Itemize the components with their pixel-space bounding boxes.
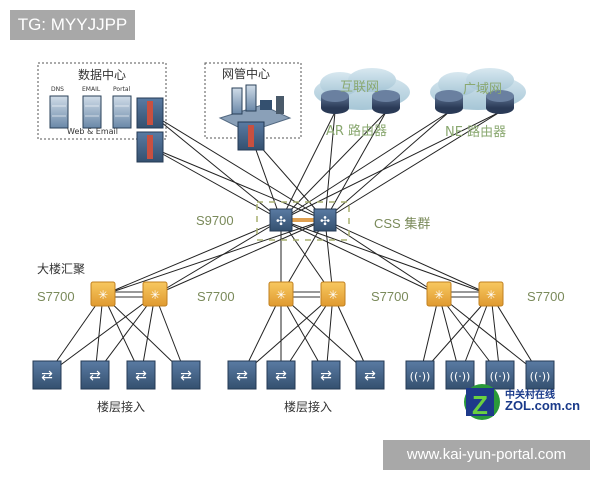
svg-text:✳: ✳ xyxy=(328,288,338,302)
svg-text:((·)): ((·)) xyxy=(490,370,511,383)
server-label-portal: Portal xyxy=(113,86,131,93)
server-label-dns: DNS xyxy=(51,86,64,93)
svg-text:✣: ✣ xyxy=(320,214,330,228)
svg-text:((·)): ((·)) xyxy=(450,370,471,383)
svg-text:⇄: ⇄ xyxy=(135,368,147,384)
ar-router-1 xyxy=(321,90,349,114)
access-switch: ⇄ xyxy=(227,360,257,390)
link xyxy=(154,219,282,296)
svg-text:Z: Z xyxy=(472,390,488,420)
link xyxy=(149,146,282,221)
server-label-email: EMAIL xyxy=(82,86,101,93)
link xyxy=(324,219,440,296)
svg-text:((·)): ((·)) xyxy=(530,370,551,383)
link xyxy=(324,111,501,221)
server-portal xyxy=(112,95,132,129)
aggregation-switch: ✳ xyxy=(320,281,346,307)
internet-label: 互联网 xyxy=(340,80,380,95)
svg-text:⇄: ⇄ xyxy=(180,368,192,384)
svg-text:⇄: ⇄ xyxy=(275,368,287,384)
aggregation-switch: ✳ xyxy=(426,281,452,307)
svg-text:⇄: ⇄ xyxy=(320,368,332,384)
link xyxy=(154,219,326,296)
access-switch: ⇄ xyxy=(311,360,341,390)
link xyxy=(102,219,326,296)
logo-en-text: ZOL.com.cn xyxy=(505,398,581,413)
aggregation-title: 大楼汇聚 xyxy=(37,262,86,276)
link xyxy=(280,219,440,296)
link xyxy=(241,294,334,376)
wireless-ap: ((·)) xyxy=(405,360,435,390)
svg-text:✣: ✣ xyxy=(276,214,286,228)
aggregation-switch: ✳ xyxy=(90,281,116,307)
watermark-bottom[interactable]: www.kai-yun-portal.com xyxy=(383,440,590,470)
svg-text:⇄: ⇄ xyxy=(89,368,101,384)
link xyxy=(280,219,492,296)
core-switch-2: ✣ xyxy=(313,208,337,232)
ne-router-1 xyxy=(435,90,463,114)
link xyxy=(324,111,336,221)
aggregation-switch: ✳ xyxy=(142,281,168,307)
datacenter-box xyxy=(37,62,167,140)
agg-pair-links xyxy=(115,291,479,298)
svg-text:⇄: ⇄ xyxy=(364,368,376,384)
server-email xyxy=(82,95,102,129)
link xyxy=(324,111,387,221)
svg-text:✳: ✳ xyxy=(150,288,160,302)
firewall-dc-1 xyxy=(136,97,164,129)
nms-title: 网管中心 xyxy=(222,67,271,81)
link xyxy=(46,294,156,376)
link xyxy=(149,146,326,221)
agg-label-4: S7700 xyxy=(527,289,565,304)
ar-router-2 xyxy=(372,90,400,114)
access-label-2: 楼层接入 xyxy=(284,400,333,414)
zol-logo-icon: Z xyxy=(464,384,500,420)
access-label-1: 楼层接入 xyxy=(97,400,146,414)
link xyxy=(102,219,282,296)
link xyxy=(438,294,541,376)
svg-text:((·)): ((·)) xyxy=(410,370,431,383)
watermark-top: TG: MYYJJPP xyxy=(10,10,135,40)
wan-label: 广域网 xyxy=(463,82,503,97)
ne-router-2 xyxy=(486,90,514,114)
link xyxy=(280,294,371,376)
agg-label-1: S7700 xyxy=(37,289,75,304)
wireless-ap: ((·)) xyxy=(445,360,475,390)
aggregation-switch: ✳ xyxy=(268,281,294,307)
wireless-ap: ((·)) xyxy=(525,360,555,390)
access-switch: ⇄ xyxy=(171,360,201,390)
access-switch: ⇄ xyxy=(32,360,62,390)
ar-router-label: AR 路由器 xyxy=(326,124,388,139)
svg-text:✳: ✳ xyxy=(434,288,444,302)
core-switch-1: ✣ xyxy=(269,208,293,232)
datacenter-title: 数据中心 xyxy=(78,68,127,82)
css-cluster-frame xyxy=(256,201,350,241)
core-model-label: S9700 xyxy=(196,213,234,228)
css-cluster-label: CSS 集群 xyxy=(374,216,431,231)
access-switch: ⇄ xyxy=(80,360,110,390)
agg-label-2: S7700 xyxy=(197,289,235,304)
access-switch: ⇄ xyxy=(126,360,156,390)
svg-text:⇄: ⇄ xyxy=(41,368,53,384)
links-layer xyxy=(46,111,541,376)
svg-text:✳: ✳ xyxy=(276,288,286,302)
firewall-nms xyxy=(237,121,265,151)
agg-label-3: S7700 xyxy=(371,289,409,304)
logo-cn-text: 中关村在线 xyxy=(505,390,555,401)
wireless-ap: ((·)) xyxy=(485,360,515,390)
datacenter-caption: Web & Email xyxy=(67,127,118,136)
aggregation-switch: ✳ xyxy=(478,281,504,307)
svg-text:⇄: ⇄ xyxy=(236,368,248,384)
svg-text:✳: ✳ xyxy=(98,288,108,302)
server-dns xyxy=(49,95,69,129)
access-switch: ⇄ xyxy=(266,360,296,390)
link xyxy=(324,219,492,296)
firewall-dc-2 xyxy=(136,131,164,163)
svg-text:✳: ✳ xyxy=(486,288,496,302)
link xyxy=(280,111,336,221)
ne-router-label: NE 路由器 xyxy=(445,125,507,140)
access-switch: ⇄ xyxy=(355,360,385,390)
nms-box xyxy=(204,62,302,139)
